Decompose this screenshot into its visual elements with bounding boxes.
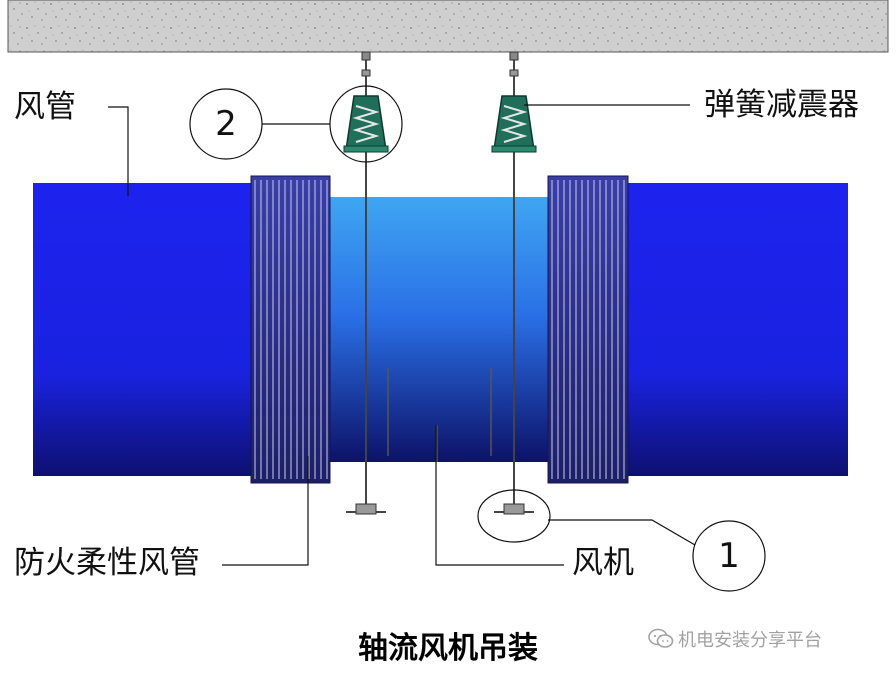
ceiling-slab <box>7 0 889 53</box>
label-spring-isolator: 弹簧减震器 <box>704 87 859 123</box>
callout-number-1: 1 <box>718 536 740 576</box>
callout-bubble-1 <box>692 520 766 592</box>
label-flexible-duct: 防火柔性风管 <box>14 545 200 581</box>
fan-body <box>330 197 548 462</box>
callout-number-2: 2 <box>215 104 237 144</box>
duct-left <box>33 183 251 476</box>
watermark: 机电安装分享平台 <box>648 628 822 651</box>
label-duct: 风管 <box>14 89 76 125</box>
wechat-icon <box>648 628 674 648</box>
detail-circle-bottom <box>477 489 551 543</box>
spring-isolator-left <box>343 95 389 153</box>
spring-isolator-right <box>491 95 537 153</box>
diagram-caption: 轴流风机吊装 <box>358 631 538 666</box>
leader-lines <box>108 104 696 566</box>
watermark-text: 机电安装分享平台 <box>678 630 822 651</box>
flexible-duct-left <box>250 175 331 484</box>
flexible-duct-right <box>547 175 629 484</box>
hanger-left <box>346 51 386 515</box>
hanger-right <box>494 51 534 515</box>
label-fan: 风机 <box>572 545 634 581</box>
duct-right <box>626 183 848 476</box>
